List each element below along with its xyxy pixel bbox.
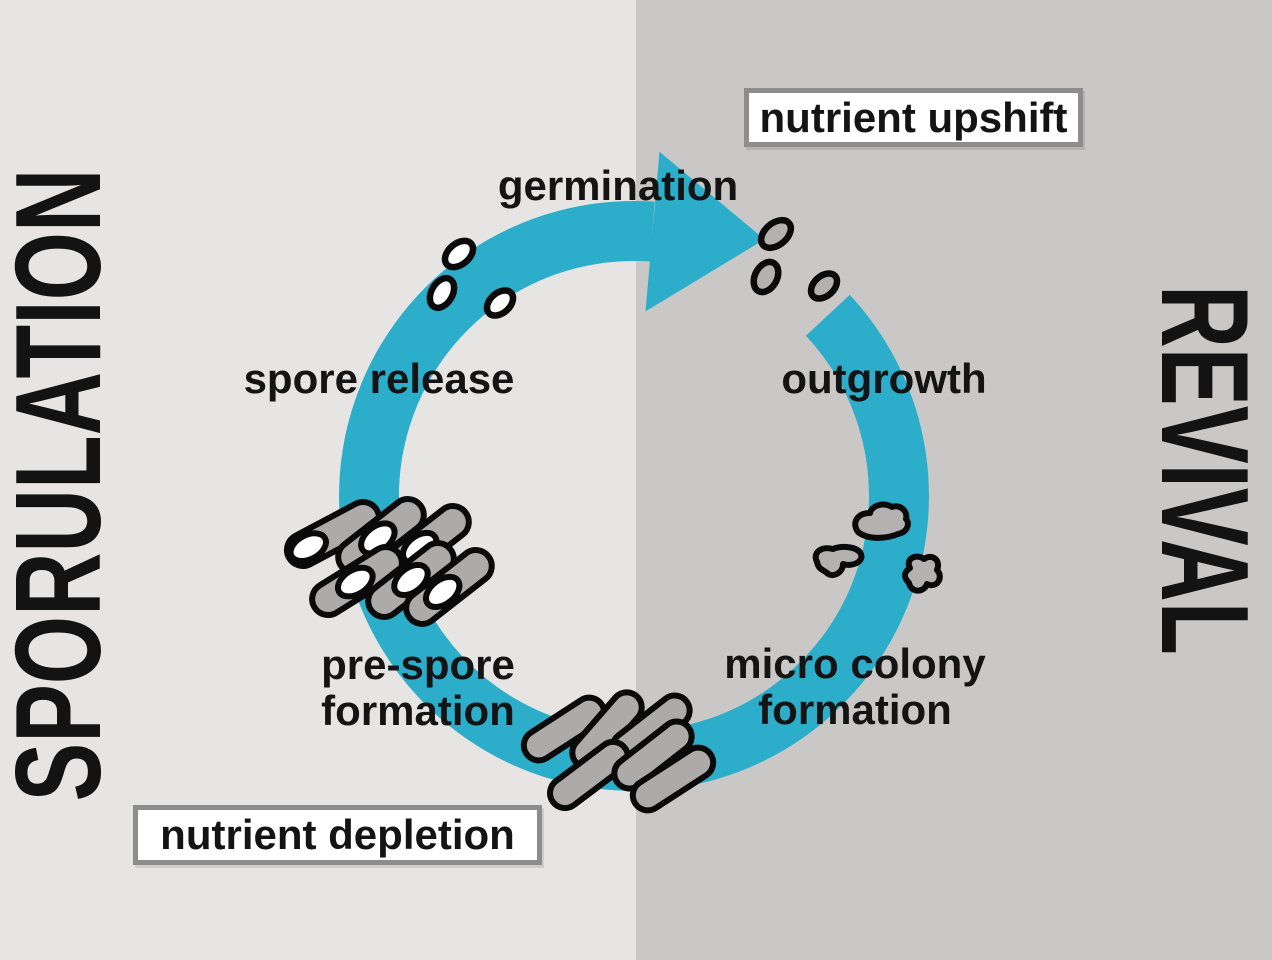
micro-colony-icon (852, 501, 911, 541)
micro-colonies-icon (812, 501, 943, 594)
callout-nutrient-depletion: nutrient depletion (133, 805, 542, 865)
stage-label-pre-spore-formation: pre-spore formation (321, 642, 515, 734)
micro-colony-icon (812, 543, 865, 578)
sporulation-background (0, 0, 636, 960)
arrowhead-icon (645, 151, 765, 312)
callout-nutrient-upshift: nutrient upshift (744, 88, 1083, 147)
pre-spore-cells-icon (283, 496, 495, 627)
released-spores-icon (426, 237, 517, 319)
pre-spore-cell-icon (283, 499, 383, 569)
micro-colony-icon (902, 553, 943, 594)
cell-rod-icon (629, 744, 717, 814)
germinating-spores-icon (750, 216, 841, 302)
spore-icon (441, 237, 477, 271)
revival-background (636, 0, 1272, 960)
cell-rod-icon (520, 694, 608, 764)
spore-icon (483, 287, 517, 319)
germinating-spore-icon (750, 258, 782, 296)
cell-rod-icon (547, 738, 631, 812)
revival-title: REVIVAL (1135, 285, 1272, 655)
vegetative-cells-icon (520, 689, 717, 814)
stage-label-line: micro colony (724, 640, 986, 687)
cycle-arrow-icon (339, 151, 929, 791)
spore-icon (426, 274, 458, 312)
pre-spore-cell-icon (403, 547, 495, 627)
stage-label-germination: germination (497, 162, 739, 209)
germinating-spore-icon (757, 216, 795, 252)
sporulation-title: SPORULATION (0, 168, 126, 802)
stage-label-micro-colony-formation: micro colony formation (724, 641, 985, 733)
stage-label-line: formation (321, 687, 515, 734)
stage-label-line: pre-spore (321, 641, 515, 688)
stage-label-line: formation (758, 686, 952, 733)
stage-label-outgrowth: outgrowth (781, 355, 987, 402)
pre-spore-cell-icon (309, 543, 405, 619)
stage-label-spore-release: spore release (243, 355, 515, 402)
germinating-spore-icon (807, 270, 841, 302)
